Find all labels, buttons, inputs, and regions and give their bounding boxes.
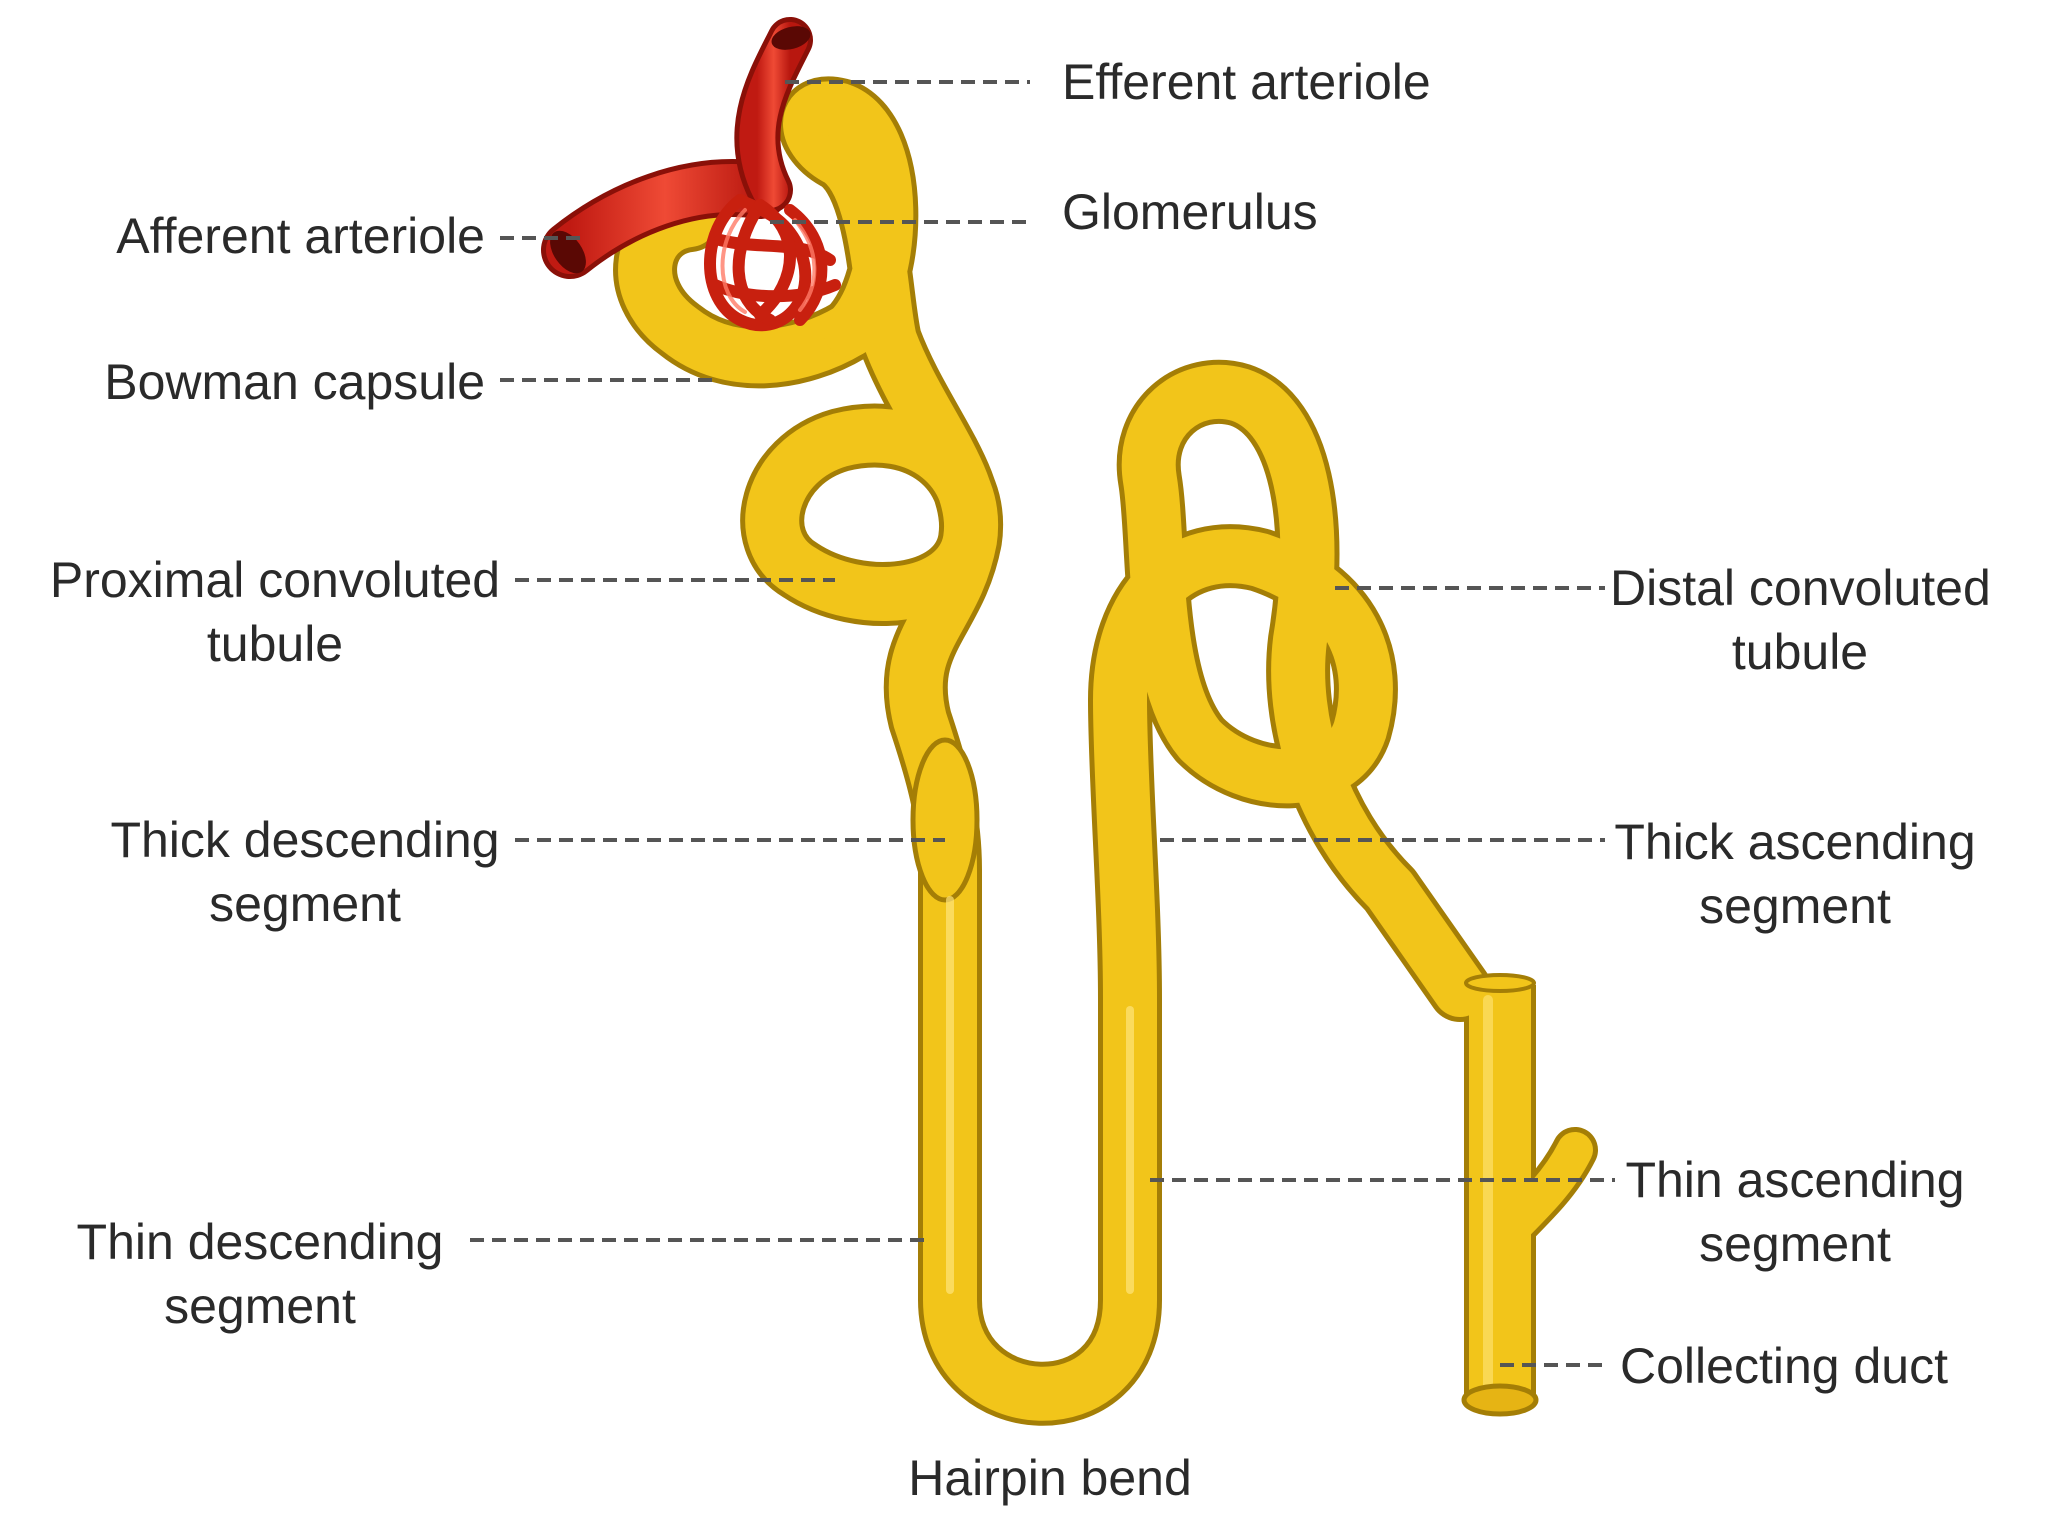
label-thick-descending-line2: segment — [209, 876, 401, 932]
afferent-opening — [550, 230, 586, 274]
glomerulus — [704, 194, 841, 332]
label-thick-ascending-line1: Thick ascending — [1614, 814, 1976, 870]
label-hairpin-bend: Hairpin bend — [908, 1450, 1192, 1506]
label-thin-ascending-line1: Thin ascending — [1625, 1152, 1965, 1208]
label-thick-ascending-line2: segment — [1699, 878, 1891, 934]
label-distal-line1: Distal convoluted — [1610, 560, 1991, 616]
collecting-duct-opening — [1461, 1383, 1539, 1417]
blood-vessels — [541, 17, 841, 332]
label-thin-descending-line1: Thin descending — [76, 1214, 444, 1270]
efferent-opening — [771, 26, 811, 50]
label-thin-ascending-line2: segment — [1699, 1216, 1891, 1272]
leader-lines — [470, 80, 1615, 1367]
label-proximal-line2: tubule — [206, 616, 344, 672]
label-proximal-convoluted-tubule: Proximal convoluted tubule — [40, 548, 510, 676]
label-thin-ascending-segment: Thin ascending segment — [1620, 1148, 1970, 1276]
nephron-tubule-fill — [618, 81, 1593, 1421]
label-thick-descending-segment: Thick descending segment — [95, 808, 515, 936]
label-thin-descending-line2: segment — [164, 1278, 356, 1334]
label-bowman-capsule: Bowman capsule — [104, 354, 485, 410]
label-afferent-arteriole: Afferent arteriole — [116, 208, 485, 264]
label-thin-descending-segment: Thin descending segment — [60, 1210, 460, 1338]
label-proximal-line1: Proximal convoluted — [49, 552, 501, 608]
label-distal-convoluted-tubule: Distal convoluted tubule — [1610, 556, 1991, 684]
tubule-path — [745, 81, 1487, 1421]
label-collecting-duct: Collecting duct — [1620, 1338, 1948, 1394]
thick-descending-bulge — [910, 737, 980, 903]
label-glomerulus: Glomerulus — [1062, 184, 1318, 240]
label-thick-descending-line1: Thick descending — [110, 812, 500, 868]
label-efferent-arteriole: Efferent arteriole — [1062, 54, 1431, 110]
label-thick-ascending-segment: Thick ascending segment — [1610, 810, 1980, 938]
label-distal-line2: tubule — [1731, 624, 1869, 680]
